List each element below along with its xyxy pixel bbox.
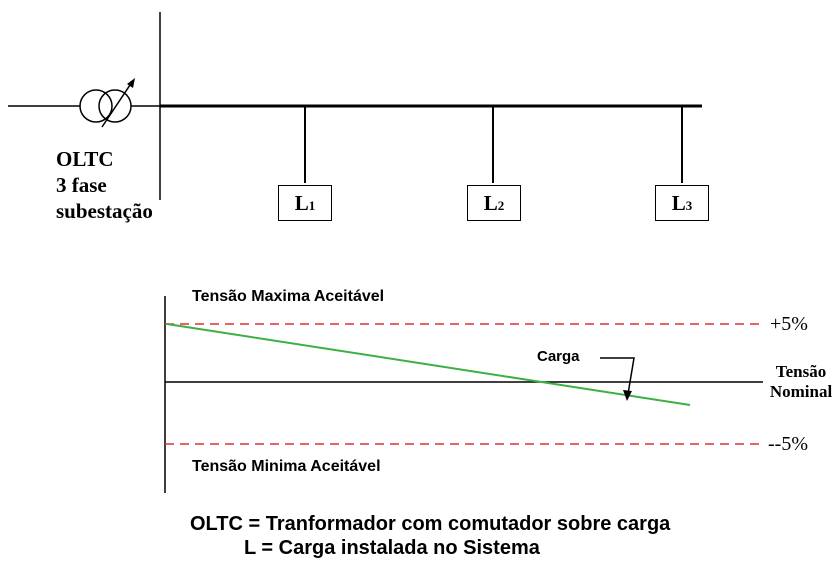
substation-label-line2: 3 fase xyxy=(56,173,107,197)
min-voltage-label: Tensão Minima Aceitável xyxy=(192,458,381,475)
legend-oltc-definition: OLTC = Tranformador com comutador sobre … xyxy=(190,513,671,535)
substation-label: OLTC 3 fase subestação xyxy=(56,146,153,224)
minus-five-percent-label: --5% xyxy=(768,433,808,455)
load-3-letter: L xyxy=(671,190,686,215)
load-3-index: 3 xyxy=(685,198,693,213)
substation-label-line3: subestação xyxy=(56,199,153,223)
nominal-voltage-label: Tensão Nominal xyxy=(768,362,834,402)
carga-pointer-line xyxy=(600,357,635,395)
load-2-letter: L xyxy=(483,190,498,215)
load-voltage-curve xyxy=(166,323,691,406)
load-1-letter: L xyxy=(294,190,309,215)
nominal-voltage-label-line2: Nominal xyxy=(769,382,833,401)
carga-pointer-arrowhead xyxy=(623,390,632,401)
carga-curve-label: Carga xyxy=(537,348,580,365)
nominal-voltage-label-line1: Tensão xyxy=(775,362,827,381)
plus-five-percent-label: +5% xyxy=(770,313,808,335)
substation-label-line1: OLTC xyxy=(56,147,114,171)
load-2-index: 2 xyxy=(497,198,505,213)
oltc-transformer-icon xyxy=(79,78,135,128)
legend-load-definition: L = Carga instalada no Sistema xyxy=(244,537,540,559)
load-1-index: 1 xyxy=(308,198,316,213)
max-voltage-label: Tensão Maxima Aceitável xyxy=(192,288,385,305)
